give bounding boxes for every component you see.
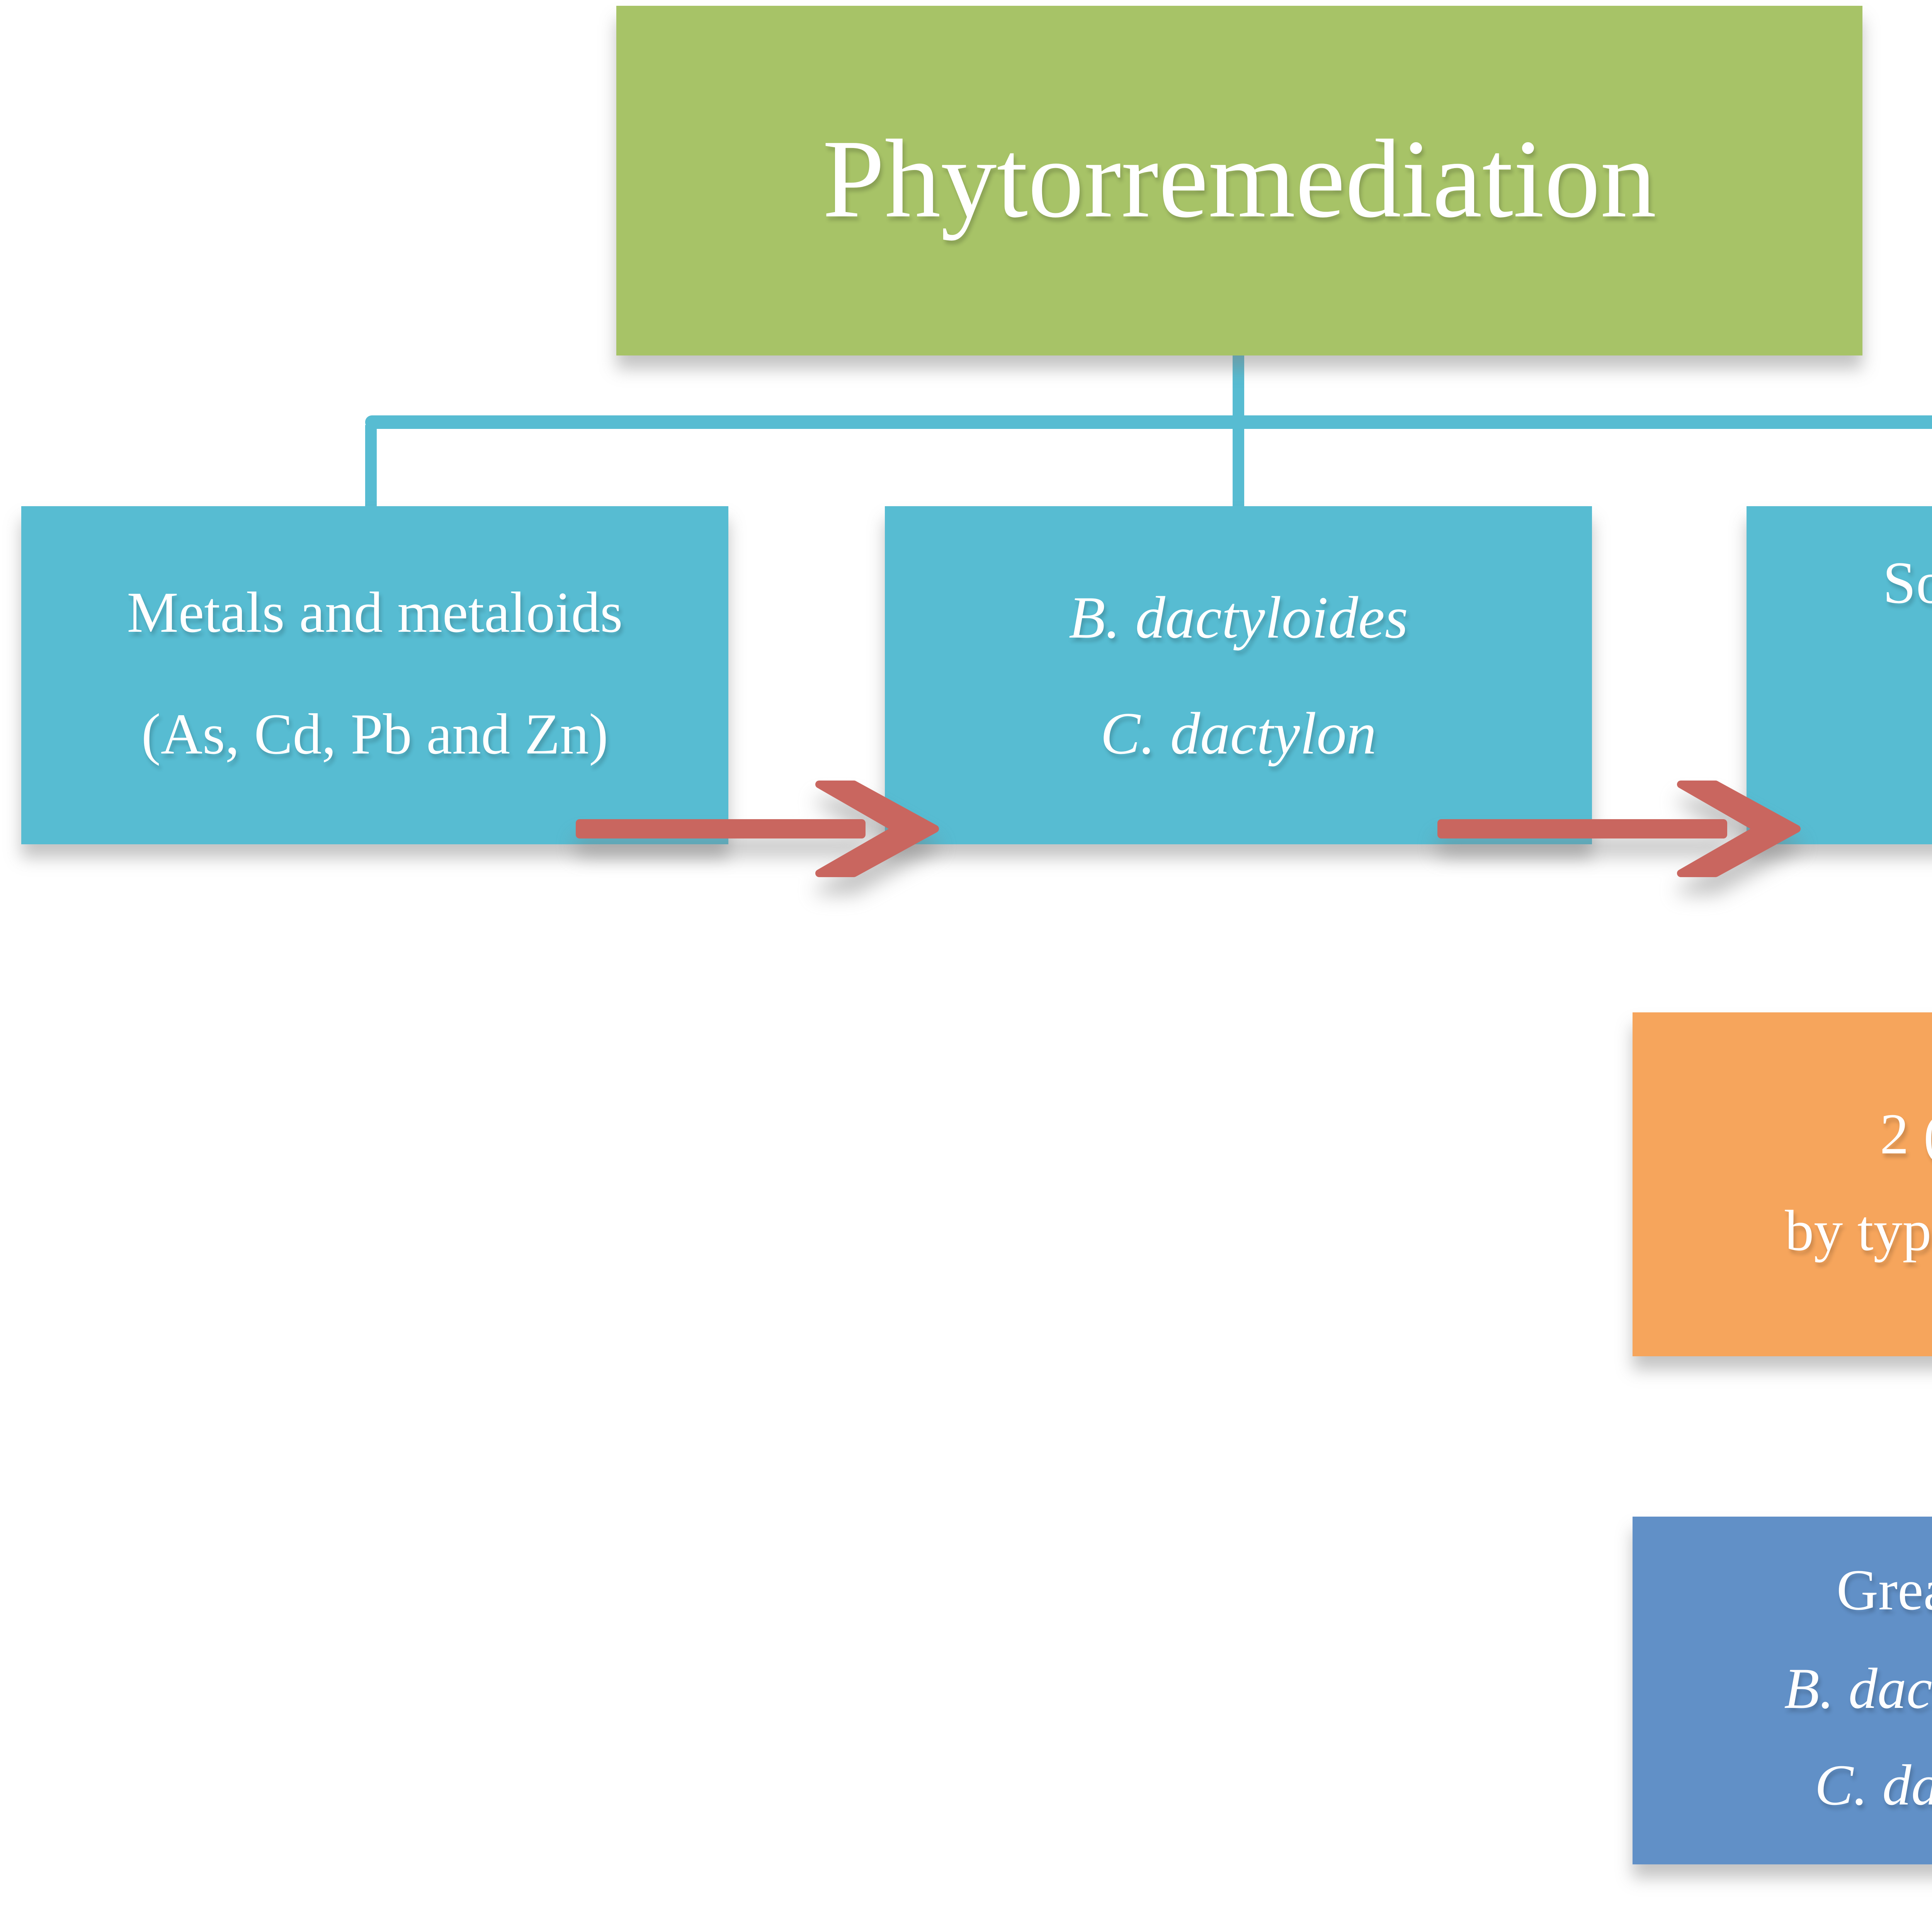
germination-species-c: C. dactylon: [1815, 1755, 1932, 1819]
red-arrow-icon-1: [576, 781, 939, 877]
species-line1: B. dactyloides: [1068, 583, 1408, 651]
soil-conditions-text: Soil: Different pHconditions: [1883, 541, 1932, 709]
repetitions-line2: by type of seed and soil pH: [1785, 1199, 1932, 1263]
connector-stub-metals: [364, 425, 377, 506]
germination-species-b: B. dactyloides: [1784, 1657, 1932, 1721]
connector-top-bar: [365, 415, 1932, 428]
connector-title-stub: [1232, 355, 1245, 506]
title-box-phytorremediation: Phytorremediation: [616, 6, 1862, 355]
soil-line1: Soil: Different pH: [1883, 549, 1932, 617]
box-species: B. dactyloides C. dactylon: [885, 506, 1592, 844]
germination-line1: Greater germination %: [1836, 1560, 1932, 1624]
box-greater-germination: Greater germination % B. dactyloides 83%…: [1633, 1517, 1932, 1864]
metals-line2: (As, Cd, Pb and Zn): [141, 702, 609, 766]
red-arrow-icon-2: [1437, 781, 1801, 877]
diagram-title: Phytorremediation: [822, 116, 1656, 242]
germination-line3: C. dactylon 34 % pH 6.0: [1815, 1755, 1932, 1821]
box-soil-ph-conditions: Soil: Different pHconditions 5.0 - 9.0: [1747, 506, 1932, 844]
metals-line1: Metals and metaloids: [127, 582, 623, 645]
box-metals-and-metaloids: Metals and metaloids (As, Cd, Pb and Zn): [21, 506, 728, 844]
repetitions-line1: 2 (4x4) repetitions:: [1880, 1103, 1932, 1167]
species-line2: C. dactylon: [1100, 698, 1377, 766]
box-repetitions: 2 (4x4) repetitions: by type of seed and…: [1633, 1012, 1932, 1356]
germination-line2: B. dactyloides 83% pH 7.8: [1784, 1657, 1932, 1724]
